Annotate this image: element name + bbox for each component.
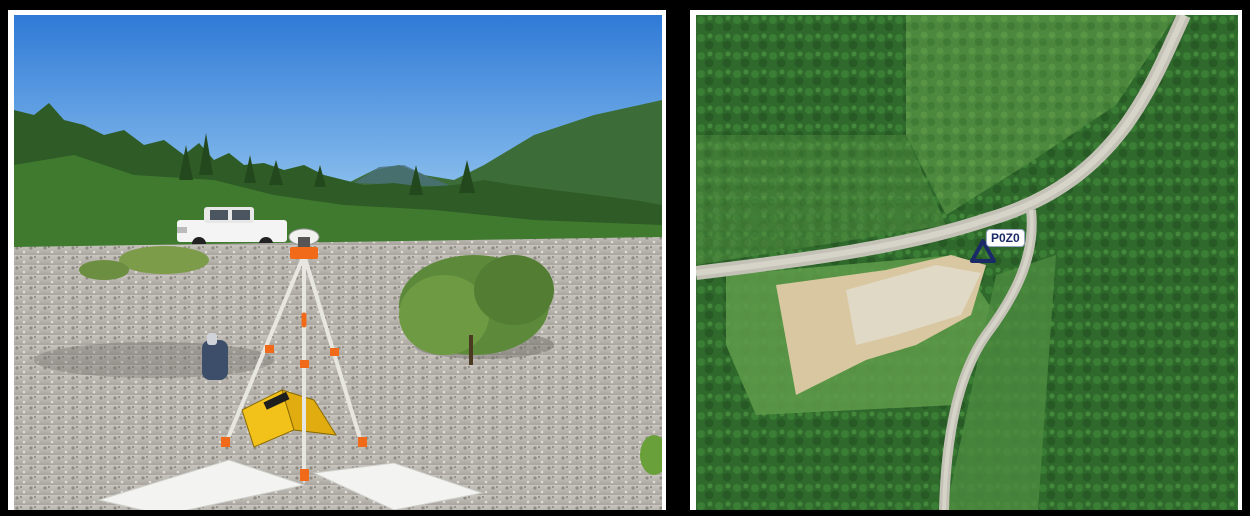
tripod-icon — [221, 247, 367, 481]
field-photo — [14, 15, 662, 510]
equipment-case-icon — [241, 389, 337, 448]
field-photo-panel — [8, 10, 666, 510]
field-photo-image — [14, 15, 662, 510]
triangle-marker-icon[interactable] — [970, 239, 996, 263]
mountain — [344, 100, 662, 215]
satellite-map: P0Z0 — [696, 15, 1238, 510]
satellite-map-panel: P0Z0 — [690, 10, 1242, 510]
tarp-right — [312, 462, 484, 510]
gnss-antenna-icon — [288, 228, 320, 247]
tarp-left — [97, 459, 306, 510]
survey-marker-label: P0Z0 — [986, 229, 1025, 247]
shrub — [399, 255, 554, 365]
backpack-icon — [202, 333, 228, 380]
satellite-map-image — [696, 15, 1238, 510]
